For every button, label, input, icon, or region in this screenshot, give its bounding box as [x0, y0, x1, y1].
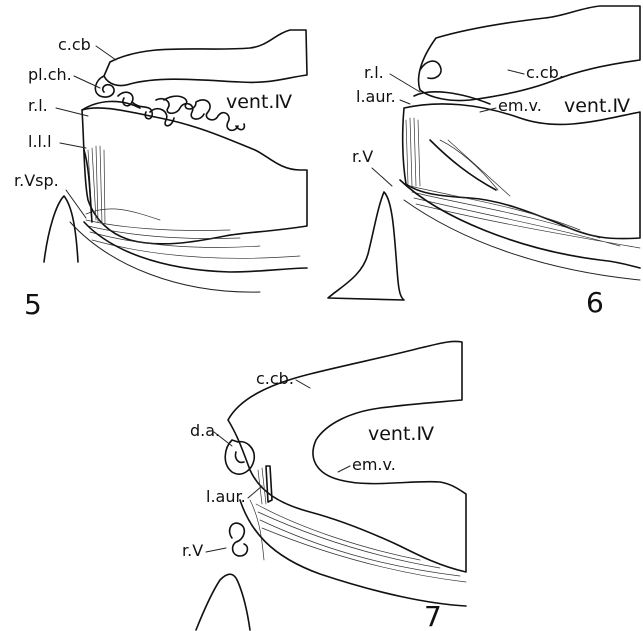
label-rv-7: r.Ⅴ	[182, 541, 203, 560]
label-vent-7: vent.Ⅳ	[368, 423, 434, 445]
figure-number-5: 5	[24, 288, 42, 321]
figure-number-7: 7	[424, 600, 442, 631]
label-lll-5: l.l.l	[28, 132, 52, 151]
brain-mass-5	[82, 108, 307, 244]
label-ccb-7: c.cb.	[256, 369, 294, 388]
label-laur-6: l.aur.	[356, 87, 396, 106]
label-vent-5: vent.Ⅳ	[226, 91, 292, 113]
label-ccb-6: c.cb.	[526, 63, 564, 82]
cerebellar-plate-5	[104, 30, 307, 86]
panel-5: c.cb pl.ch. r.l. l.l.l r.Ⅴsp. vent.Ⅳ 5	[14, 30, 307, 321]
brain-mass-6	[403, 104, 640, 239]
figure-number-6: 6	[586, 286, 604, 319]
label-ccb-5: c.cb	[58, 35, 91, 54]
fiber-bundle-6	[406, 118, 640, 248]
label-da-7: d.a.	[190, 421, 220, 440]
panel-7: c.cb. d.a. vent.Ⅳ em.v. l.aur. r.Ⅴ 7	[182, 341, 466, 631]
label-rl-6: r.l.	[364, 63, 384, 82]
nerve-root-6	[328, 192, 404, 300]
fiber-bundle-7	[250, 500, 466, 582]
nerve-root-7	[196, 574, 250, 630]
label-emv-7: em.v.	[352, 455, 396, 474]
label-rvsp-5: r.Ⅴsp.	[14, 171, 59, 190]
label-emv-6: em.v.	[498, 96, 542, 115]
nerve-knot-7	[230, 523, 248, 556]
label-plch-5: pl.ch.	[28, 65, 72, 84]
label-vent-6: vent.Ⅳ	[564, 95, 630, 117]
label-rv-6: r.Ⅴ	[352, 147, 373, 166]
cerebellar-plate-6	[419, 6, 640, 101]
label-laur-7: l.aur.	[206, 487, 246, 506]
choroid-plexus-5	[95, 76, 244, 130]
nerve-root-5	[44, 196, 78, 262]
panel-6: r.l. l.aur. c.cb. em.v. vent.Ⅳ r.Ⅴ 6	[328, 6, 640, 319]
label-rl-5: r.l.	[28, 96, 48, 115]
